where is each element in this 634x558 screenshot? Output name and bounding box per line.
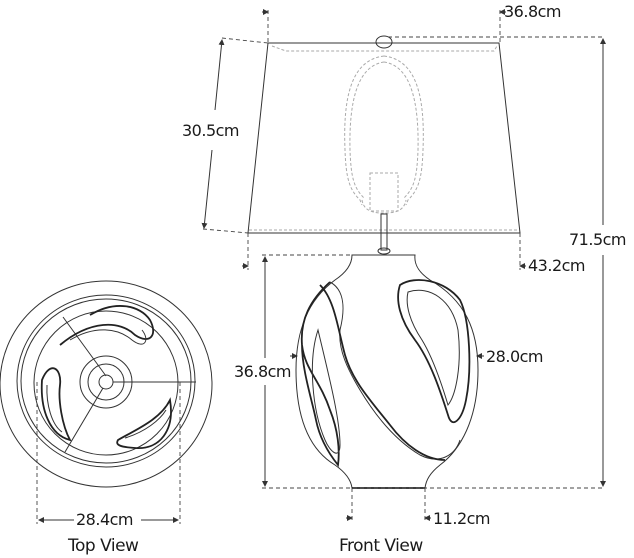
overall-height-label: 71.5cm xyxy=(569,230,627,249)
base-height-label: 36.8cm xyxy=(234,362,292,381)
front-view-caption: Front View xyxy=(339,536,423,556)
shade-top-diameter-label: 36.8cm xyxy=(504,2,562,21)
lamp-top-view xyxy=(0,280,213,488)
lamp-shade xyxy=(247,35,521,234)
harp xyxy=(344,55,424,214)
dimension-lines xyxy=(36,9,606,524)
base-width-label: 28.0cm xyxy=(486,347,544,366)
shade-bottom-diameter-label: 43.2cm xyxy=(528,256,586,275)
top-view-caption: Top View xyxy=(68,536,139,556)
top-view-width-label: 28.4cm xyxy=(76,510,134,529)
lamp-base-front xyxy=(295,254,479,489)
socket xyxy=(369,172,399,212)
finial xyxy=(375,35,393,49)
shade-height-label: 30.5cm xyxy=(182,121,240,140)
base-foot-width-label: 11.2cm xyxy=(433,509,491,528)
stem xyxy=(380,213,388,251)
